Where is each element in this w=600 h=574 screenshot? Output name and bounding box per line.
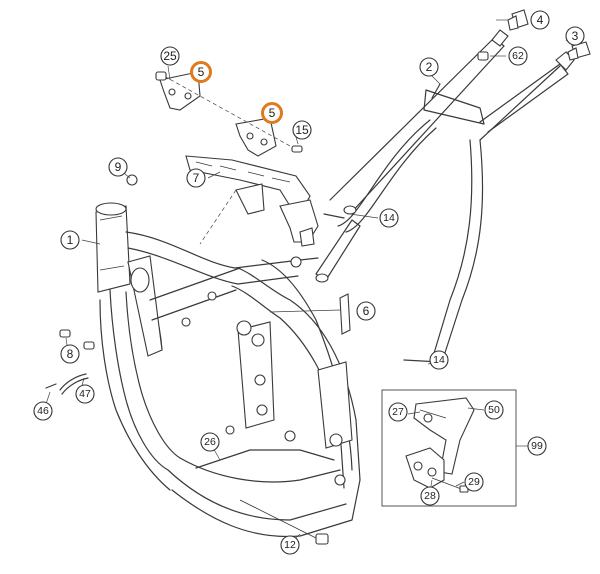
svg-text:99: 99 [531, 440, 543, 452]
svg-text:4: 4 [537, 13, 544, 27]
svg-text:8: 8 [67, 347, 74, 361]
callout-99: 99 [527, 436, 547, 456]
callout-6: 6 [356, 301, 376, 321]
subframe [315, 29, 575, 367]
svg-text:3: 3 [572, 29, 579, 43]
callout-5-highlight-b: 5 [261, 102, 283, 124]
callout-62: 62 [508, 46, 528, 66]
svg-text:9: 9 [115, 160, 122, 174]
callout-12: 12 [280, 535, 300, 555]
callout-15: 15 [292, 120, 312, 140]
svg-text:27: 27 [392, 406, 404, 418]
svg-text:46: 46 [37, 405, 49, 417]
svg-text:1: 1 [67, 233, 74, 247]
callout-47: 47 [75, 384, 95, 404]
svg-text:7: 7 [193, 171, 200, 185]
svg-text:14: 14 [383, 212, 395, 224]
svg-text:50: 50 [488, 404, 500, 416]
svg-text:29: 29 [468, 476, 480, 488]
part-99-kit-box [381, 389, 528, 507]
main-frame [95, 174, 361, 545]
callout-26: 26 [200, 432, 220, 452]
svg-text:5: 5 [198, 65, 205, 79]
callout-5-highlight-a: 5 [190, 61, 212, 83]
svg-text:12: 12 [284, 539, 296, 551]
callout-14-upper: 14 [379, 208, 399, 228]
part-6-clamp [269, 293, 351, 335]
svg-text:15: 15 [295, 123, 309, 137]
svg-text:25: 25 [163, 49, 177, 63]
callout-1: 1 [60, 230, 80, 250]
svg-text:47: 47 [79, 388, 91, 400]
callout-29: 29 [464, 472, 484, 492]
part-8-screws [59, 329, 95, 350]
callout-50: 50 [484, 400, 504, 420]
svg-text:6: 6 [363, 304, 370, 318]
callout-46: 46 [33, 401, 53, 421]
svg-text:28: 28 [424, 490, 436, 502]
svg-text:26: 26 [204, 436, 216, 448]
callout-7: 7 [186, 168, 206, 188]
callout-28: 28 [420, 486, 440, 506]
callout-2: 2 [419, 57, 439, 77]
callout-14-lower: 14 [429, 350, 449, 370]
part-3-bushing [567, 41, 591, 61]
callout-8: 8 [60, 344, 80, 364]
svg-text:14: 14 [433, 354, 445, 366]
svg-text:2: 2 [426, 60, 433, 74]
svg-text:5: 5 [269, 106, 276, 120]
callout-25: 25 [160, 46, 180, 66]
part-7-holder [185, 155, 319, 247]
part-46-clip [45, 383, 57, 389]
callout-3: 3 [565, 26, 585, 46]
part-5-brackets [155, 71, 303, 157]
part-62-nut [477, 51, 489, 61]
callout-27: 27 [388, 402, 408, 422]
svg-text:62: 62 [512, 50, 524, 62]
part-47-hose [59, 373, 89, 395]
part-4-bushing [507, 9, 529, 31]
callout-9: 9 [108, 157, 128, 177]
callout-4: 4 [530, 10, 550, 30]
